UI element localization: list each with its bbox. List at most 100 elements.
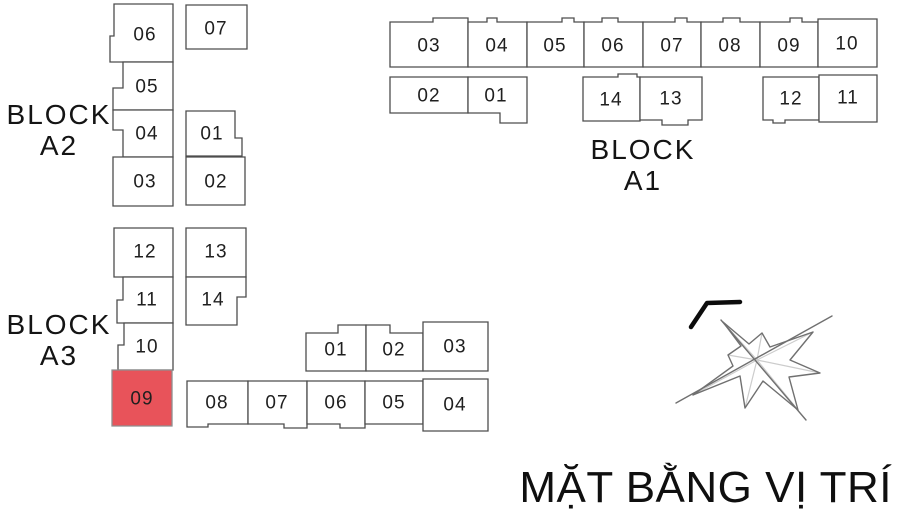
unit-shape[interactable]: [116, 276, 174, 324]
unit-blocka2-04[interactable]: 04: [112, 109, 174, 158]
block-a3-label-line2: A3: [39, 340, 79, 371]
units-layer: 06 07 05 04 01 03 02 03 04 05 06 07 08 09 10 02 01 14 13 12…: [109, 3, 878, 432]
unit-label: 07: [265, 393, 288, 414]
unit-blocka3-10[interactable]: 10: [117, 322, 174, 371]
unit-blocka1-01[interactable]: 01: [467, 76, 528, 124]
unit-shape[interactable]: [642, 17, 702, 68]
unit-shape[interactable]: [185, 276, 247, 326]
unit-blocka3-08[interactable]: 08: [186, 380, 249, 428]
unit-blocka2-07[interactable]: 07: [185, 4, 248, 50]
unit-shape[interactable]: [422, 321, 489, 372]
unit-blocka3-05[interactable]: 05: [364, 380, 424, 425]
compass-spokes: [692, 321, 821, 411]
unit-shape[interactable]: [112, 156, 174, 207]
unit-blocka2-05[interactable]: 05: [112, 61, 174, 111]
unit-blocka3-04[interactable]: 04: [422, 378, 489, 432]
unit-shape[interactable]: [109, 3, 174, 63]
unit-shape[interactable]: [583, 17, 644, 68]
block-a1-label: BLOCK A1: [563, 134, 723, 196]
unit-label: 11: [136, 290, 158, 311]
unit-blocka1-08[interactable]: 08: [700, 17, 761, 68]
unit-label: 01: [484, 86, 507, 107]
unit-blocka3-09[interactable]: 09: [111, 369, 173, 427]
compass-rose-icon: [675, 299, 833, 421]
unit-shape[interactable]: [185, 4, 248, 50]
unit-label: 04: [135, 124, 158, 145]
north-arrow-icon: [688, 299, 743, 330]
unit-label: 14: [201, 290, 224, 311]
unit-blocka3-12[interactable]: 12: [113, 227, 174, 278]
unit-blocka3-03[interactable]: 03: [422, 321, 489, 372]
unit-label: 10: [835, 34, 858, 55]
unit-blocka2-01[interactable]: 01: [185, 110, 243, 157]
unit-label: 02: [382, 340, 405, 361]
unit-blocka1-11[interactable]: 11: [818, 74, 878, 123]
unit-shape[interactable]: [389, 17, 469, 68]
unit-shape[interactable]: [422, 378, 489, 432]
unit-label: 03: [133, 172, 156, 193]
unit-blocka3-07[interactable]: 07: [247, 380, 308, 429]
unit-label: 07: [660, 36, 683, 57]
unit-blocka1-02[interactable]: 02: [389, 76, 469, 114]
unit-label: 14: [599, 90, 622, 111]
unit-label: 06: [324, 393, 347, 414]
unit-shape[interactable]: [185, 110, 243, 157]
unit-label: 05: [543, 36, 566, 57]
unit-shape[interactable]: [111, 369, 173, 427]
unit-shape[interactable]: [582, 73, 641, 122]
unit-label: 06: [133, 25, 156, 46]
unit-blocka2-03[interactable]: 03: [112, 156, 174, 207]
unit-label: 12: [133, 242, 156, 263]
unit-blocka3-01[interactable]: 01: [305, 324, 367, 372]
unit-label: 01: [324, 340, 347, 361]
unit-blocka1-13[interactable]: 13: [639, 76, 703, 126]
unit-label: 08: [718, 36, 741, 57]
unit-blocka1-10[interactable]: 10: [817, 18, 878, 68]
block-a1-label-line2: A1: [623, 165, 663, 196]
unit-shape[interactable]: [467, 76, 528, 124]
unit-shape[interactable]: [639, 76, 703, 126]
unit-blocka2-06[interactable]: 06: [109, 3, 174, 63]
block-a2-label-line1: BLOCK: [6, 99, 112, 130]
unit-label: 04: [443, 395, 466, 416]
unit-shape[interactable]: [818, 74, 878, 123]
block-a2-label: BLOCK A2: [0, 99, 118, 161]
unit-label: 02: [204, 172, 227, 193]
unit-label: 07: [204, 19, 227, 40]
unit-blocka3-06[interactable]: 06: [306, 380, 366, 429]
block-a2-label-line2: A2: [39, 130, 79, 161]
unit-label: 12: [779, 89, 802, 110]
compass-axis-ns: [720, 319, 807, 421]
unit-label: 09: [777, 36, 800, 57]
unit-blocka1-03[interactable]: 03: [389, 17, 469, 68]
unit-label: 10: [135, 337, 158, 358]
unit-blocka3-11[interactable]: 11: [116, 276, 174, 324]
unit-blocka1-12[interactable]: 12: [762, 76, 820, 124]
unit-label: 04: [485, 36, 508, 57]
unit-shape[interactable]: [467, 17, 528, 68]
unit-blocka1-07[interactable]: 07: [642, 17, 702, 68]
unit-label: 06: [601, 36, 624, 57]
unit-blocka1-09[interactable]: 09: [759, 17, 819, 68]
unit-shape[interactable]: [759, 17, 819, 68]
unit-shape[interactable]: [700, 17, 761, 68]
unit-shape[interactable]: [526, 17, 585, 68]
compass-star-outline: [692, 321, 821, 411]
unit-blocka3-13[interactable]: 13: [185, 227, 247, 278]
unit-label: 11: [837, 88, 859, 109]
unit-shape[interactable]: [817, 18, 878, 68]
unit-blocka1-06[interactable]: 06: [583, 17, 644, 68]
plan-title: MẶT BẰNG VỊ TRÍ: [519, 463, 892, 512]
unit-blocka3-14[interactable]: 14: [185, 276, 247, 326]
unit-label: 05: [135, 77, 158, 98]
unit-blocka3-02[interactable]: 02: [365, 324, 424, 372]
unit-label: 01: [200, 124, 223, 145]
unit-shape[interactable]: [185, 156, 246, 206]
unit-blocka1-05[interactable]: 05: [526, 17, 585, 68]
unit-label: 03: [417, 36, 440, 57]
unit-blocka1-14[interactable]: 14: [582, 73, 641, 122]
unit-blocka1-04[interactable]: 04: [467, 17, 528, 68]
unit-blocka2-02[interactable]: 02: [185, 156, 246, 206]
